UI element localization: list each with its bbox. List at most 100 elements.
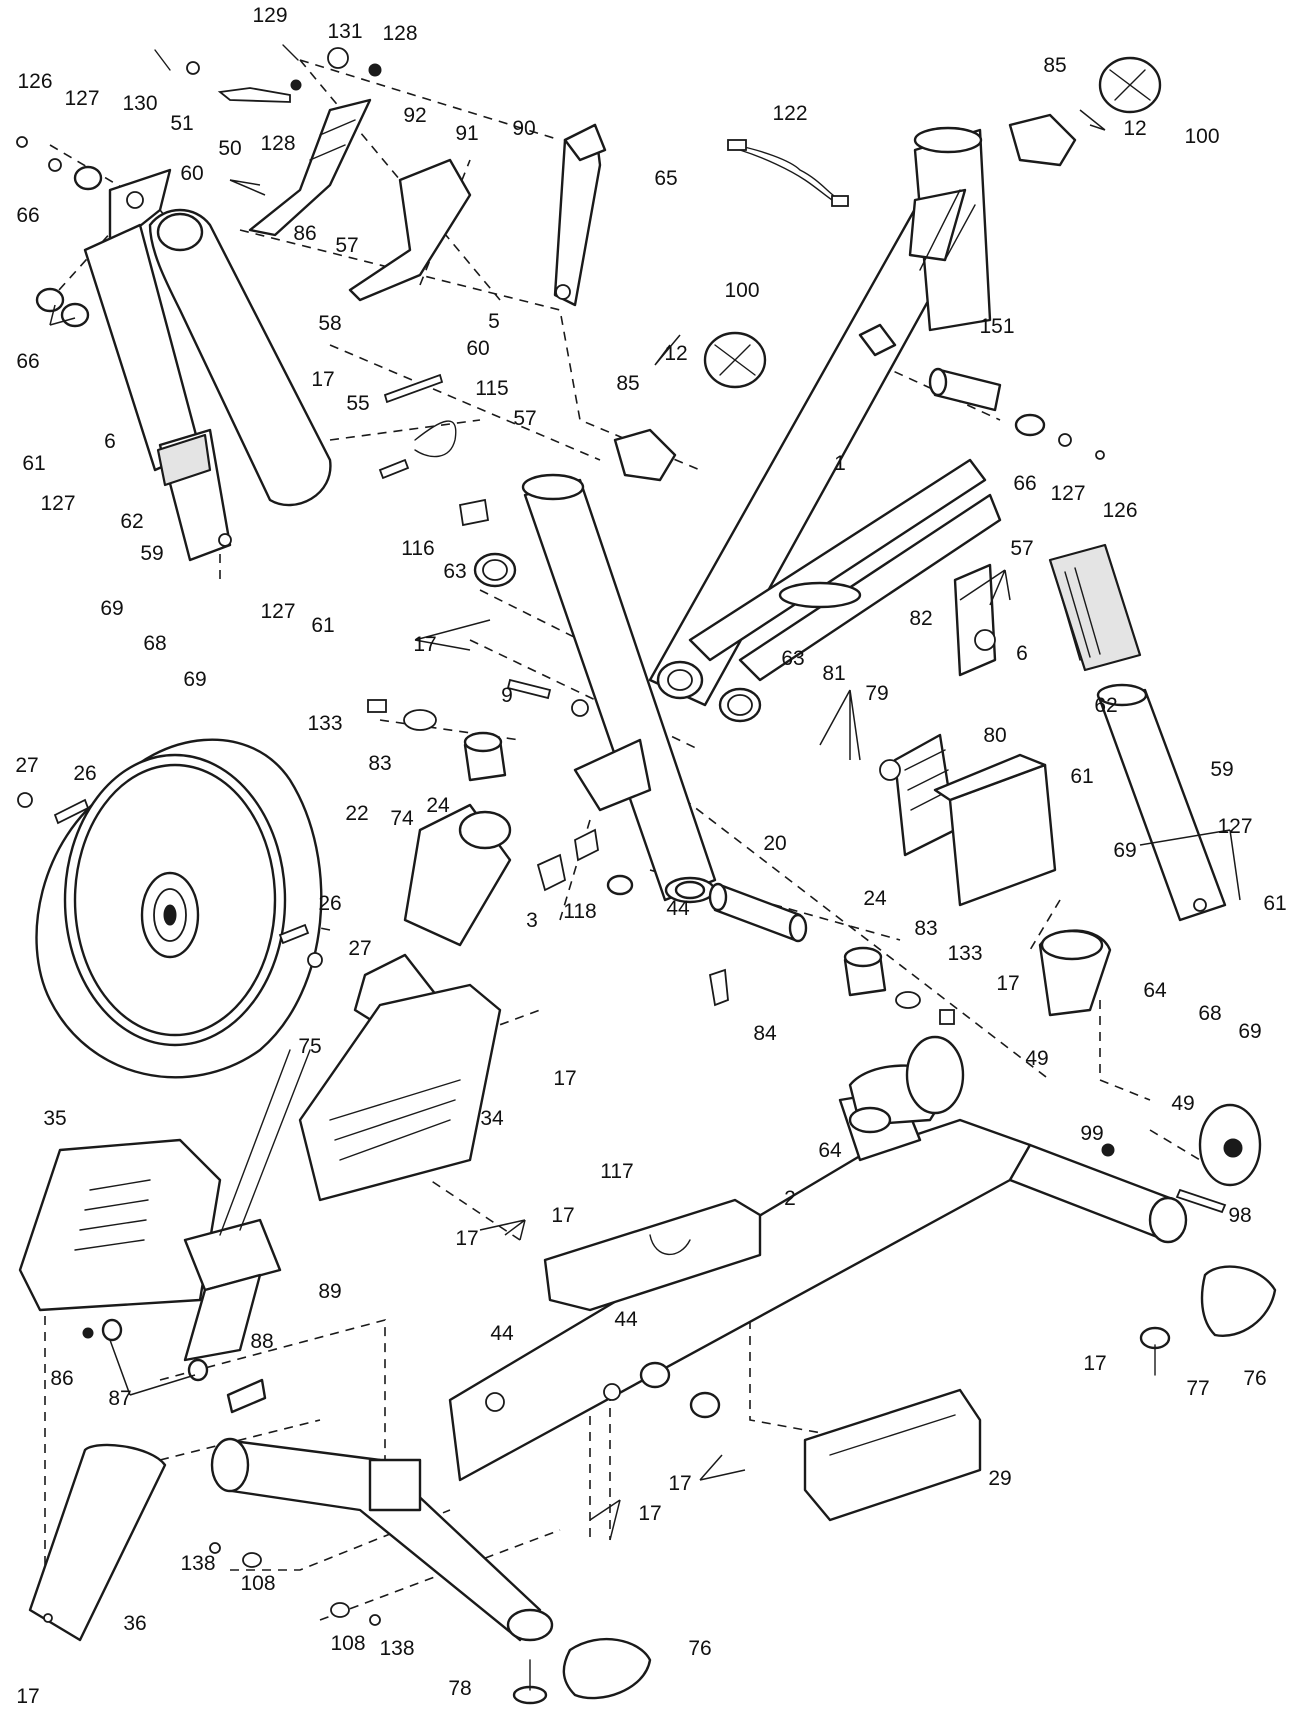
part-label: 57 xyxy=(513,407,536,430)
grip-plate-91 xyxy=(348,158,472,302)
part-label: 1 xyxy=(834,452,846,475)
part-label: 68 xyxy=(143,632,166,655)
part-label: 17 xyxy=(638,1502,661,1525)
part-label: 66 xyxy=(1013,472,1036,495)
part-label: 17 xyxy=(996,972,1019,995)
part-label: 81 xyxy=(822,662,845,685)
part-label: 65 xyxy=(654,167,677,190)
part-label: 82 xyxy=(909,607,932,630)
part-label: 49 xyxy=(1171,1092,1194,1115)
part-label: 17 xyxy=(455,1227,478,1250)
part-label: 127 xyxy=(260,600,295,623)
part-label: 108 xyxy=(240,1572,275,1595)
leveling-foot-78 xyxy=(512,1659,548,1705)
part-label: 84 xyxy=(753,1022,777,1045)
part-label: 127 xyxy=(1050,482,1085,505)
part-label: 35 xyxy=(43,1107,66,1130)
part-label: 127 xyxy=(1217,815,1252,838)
part-label: 76 xyxy=(1243,1367,1266,1390)
part-label: 55 xyxy=(346,392,369,415)
part-label: 90 xyxy=(512,117,535,140)
part-label: 69 xyxy=(1238,1020,1261,1043)
part-label: 138 xyxy=(180,1552,215,1575)
part-label: 59 xyxy=(140,542,163,565)
part-label: 17 xyxy=(311,368,334,391)
base-frame-2 xyxy=(210,1064,1188,1642)
part-label: 24 xyxy=(426,794,450,817)
part-label: 69 xyxy=(183,668,206,691)
brake-cable-115 xyxy=(378,373,490,527)
part-label: 61 xyxy=(311,614,334,637)
part-label: 151 xyxy=(979,315,1014,338)
part-label: 85 xyxy=(616,372,639,395)
part-label: 130 xyxy=(122,92,157,115)
part-label: 44 xyxy=(614,1308,638,1331)
washer-83-bolt-133-left xyxy=(367,699,437,731)
part-label: 91 xyxy=(455,122,478,145)
cover-64-upper xyxy=(1038,929,1112,1017)
part-label: 128 xyxy=(260,132,295,155)
part-label: 62 xyxy=(1094,694,1117,717)
part-label: 5 xyxy=(488,310,500,333)
part-label: 49 xyxy=(1025,1047,1048,1070)
bushing-24-right xyxy=(843,946,955,1025)
part-label: 127 xyxy=(64,87,99,110)
part-label: 9 xyxy=(501,684,513,707)
part-label: 61 xyxy=(1070,765,1093,788)
part-label: 131 xyxy=(327,20,362,43)
crank-assembly-89 xyxy=(183,1049,311,1362)
transport-wheel-49-left xyxy=(905,1035,965,1115)
part-label: 17 xyxy=(668,1472,691,1495)
part-label: 57 xyxy=(1010,537,1033,560)
part-label: 12 xyxy=(664,342,687,365)
rollers-87-88 xyxy=(82,1318,267,1414)
part-label: 89 xyxy=(318,1280,341,1303)
part-label: 80 xyxy=(983,724,1006,747)
part-label: 27 xyxy=(348,937,371,960)
part-label: 64 xyxy=(1143,979,1167,1002)
left-arm-tube xyxy=(83,168,232,562)
part-label: 88 xyxy=(250,1330,273,1353)
part-label: 62 xyxy=(120,510,143,533)
part-label: 2 xyxy=(784,1187,796,1210)
flywheel-22 xyxy=(35,738,323,1079)
part-label: 61 xyxy=(1263,892,1286,915)
part-label: 126 xyxy=(17,70,52,93)
part-label: 138 xyxy=(379,1637,414,1660)
part-label: 126 xyxy=(1102,499,1137,522)
wire-harness-122 xyxy=(727,139,849,207)
screws-138-108 xyxy=(209,1542,381,1626)
part-label: 69 xyxy=(100,597,123,620)
part-label: 77 xyxy=(1186,1377,1209,1400)
part-label: 17 xyxy=(1083,1352,1106,1375)
part-label: 83 xyxy=(914,917,937,940)
housing-74 xyxy=(403,803,512,947)
part-label: 79 xyxy=(865,682,888,705)
console-mast-90 xyxy=(553,123,607,307)
part-label: 57 xyxy=(335,234,358,257)
part-label: 85 xyxy=(1043,54,1066,77)
upper-arm-58 xyxy=(148,208,332,507)
part-label: 87 xyxy=(108,1387,131,1410)
part-label: 68 xyxy=(1198,1002,1221,1025)
part-label: 99 xyxy=(1080,1122,1103,1145)
part-label: 75 xyxy=(298,1035,321,1058)
part-label: 3 xyxy=(526,909,538,932)
part-label: 59 xyxy=(1210,758,1233,781)
end-cap-76-right xyxy=(1200,1265,1277,1337)
clip-26-27 xyxy=(17,792,323,968)
bushing-24-left xyxy=(463,731,507,782)
part-label: 83 xyxy=(368,752,391,775)
part-label: 50 xyxy=(218,137,241,160)
part-label: 76 xyxy=(688,1637,711,1660)
part-label: 60 xyxy=(180,162,203,185)
crank-cover-85-right xyxy=(1008,56,1162,167)
part-label: 118 xyxy=(563,900,596,923)
axle-20 xyxy=(708,882,808,943)
cover-36 xyxy=(28,1443,167,1642)
part-label: 34 xyxy=(480,1107,504,1130)
console-bracket-92 xyxy=(248,98,372,237)
part-label: 20 xyxy=(763,832,786,855)
